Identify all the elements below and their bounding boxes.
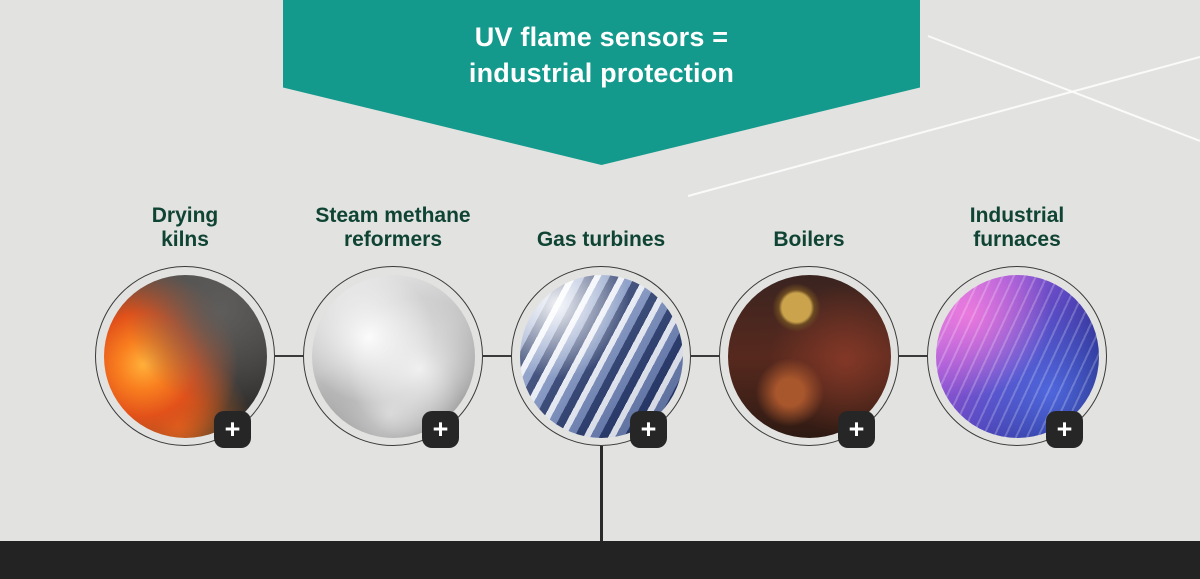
industrial-furnaces-circle: + [927, 266, 1107, 448]
steam-methane-reformers-photo [311, 274, 475, 438]
connector-line [275, 355, 304, 357]
item-label-industrial-furnaces: Industrial furnaces [969, 203, 1065, 251]
item-drying-kilns: Drying kilns + [80, 190, 290, 448]
plus-icon[interactable]: + [630, 411, 667, 448]
plus-icon[interactable]: + [838, 411, 875, 448]
connector-line [899, 355, 928, 357]
title-banner: UV flame sensors = industrial protection [283, 0, 920, 165]
item-gas-turbines: Gas turbines + [496, 190, 706, 448]
connector-line [691, 355, 720, 357]
item-label-gas-turbines: Gas turbines [536, 227, 666, 251]
banner-title-line2: industrial protection [468, 57, 735, 88]
boilers-photo [727, 274, 891, 438]
gas-turbines-circle: + [511, 266, 691, 448]
steam-methane-reformers-circle: + [303, 266, 483, 448]
gas-turbines-photo [519, 274, 683, 438]
boilers-circle: + [719, 266, 899, 448]
item-label-steam-methane-reformers: Steam methane reformers [315, 203, 471, 251]
banner-title-line1: UV flame sensors = [474, 22, 729, 52]
drying-kilns-photo [103, 274, 267, 438]
plus-icon[interactable]: + [422, 411, 459, 448]
item-boilers: Boilers + [704, 190, 914, 448]
item-industrial-furnaces: Industrial furnaces + [912, 190, 1122, 448]
connector-vertical-line [600, 446, 603, 542]
footer-bar [0, 541, 1200, 579]
plus-icon[interactable]: + [214, 411, 251, 448]
item-label-drying-kilns: Drying kilns [151, 203, 219, 251]
item-steam-methane-reformers: Steam methane reformers + [288, 190, 498, 448]
industrial-furnaces-photo [935, 274, 1099, 438]
plus-icon[interactable]: + [1046, 411, 1083, 448]
drying-kilns-circle: + [95, 266, 275, 448]
connector-line [483, 355, 512, 357]
item-label-boilers: Boilers [773, 227, 845, 251]
